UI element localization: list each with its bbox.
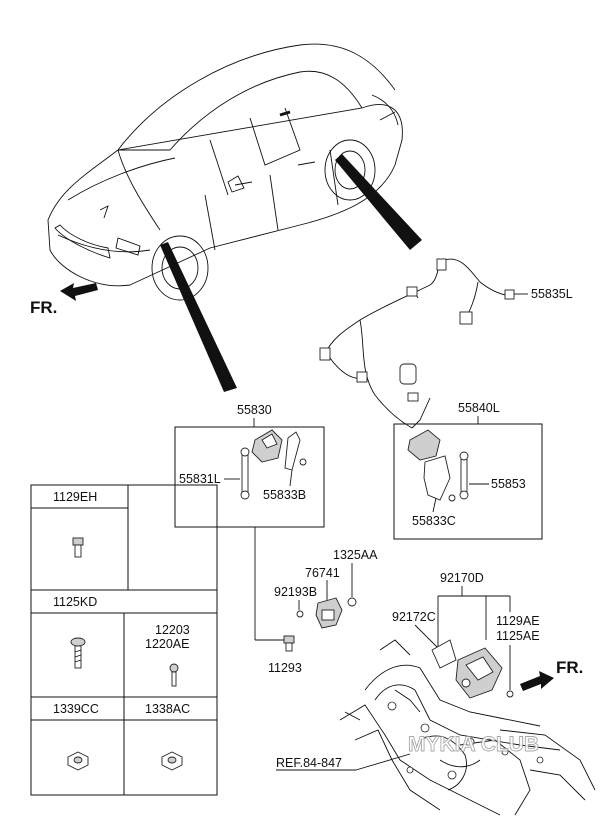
car-outline-icon [47,43,403,301]
bracket-icon [296,597,357,629]
connector-icon [399,363,417,385]
callout-92193B: 92193B [274,585,317,599]
fastener-code-1220AE: 1220AE [145,637,189,651]
callout-55840L: 55840L [458,401,500,415]
callout-11293: 11293 [268,661,302,675]
bolt-icon [70,637,86,669]
callout-76741: 76741 [305,566,340,580]
front-label-bottom: FR. [556,658,583,677]
bolt-icon [283,635,295,652]
fastener-code-1125KD: 1125KD [53,595,97,609]
fastener-code-1338AC: 1338AC [145,702,190,716]
connector-icon [319,347,331,361]
bolt-icon [169,663,179,687]
callout-55833C: 55833C [412,514,456,528]
nut-icon [161,751,183,771]
level-sensor-icon [407,429,469,502]
arrow-left-icon [60,283,98,301]
fastener-table [30,484,218,796]
bolt-icon [72,537,84,558]
callout-92172C: 92172C [392,610,436,624]
rear-sensor-box [393,423,543,540]
vehicle-frame-icon [339,639,596,816]
connector-icon [504,289,515,300]
callout-1325AA: 1325AA [333,548,378,562]
callout-55853: 55853 [491,477,526,491]
callout-55835L: 55835L [531,287,573,301]
fastener-code-12203: 12203 [155,623,190,637]
connector-icon [356,371,368,383]
connector-icon [459,311,473,325]
pointer-front-icon [160,242,237,392]
callout-55831L: 55831L [179,472,221,486]
fastener-code-1339CC: 1339CC [53,702,99,716]
front-sensor-box [174,426,325,528]
arrow-right-icon [520,671,554,691]
callout-1129AE: 1129AE [496,614,540,628]
bracket-icon [284,431,307,471]
pointer-rear-icon [335,154,422,250]
connector-icon [406,286,418,297]
connector-icon [436,258,447,271]
callout-55833B: 55833B [263,488,306,502]
callout-55830: 55830 [237,403,272,417]
callout-reference: REF.84-847 [276,756,342,770]
nut-icon [67,751,89,771]
callout-92170D: 92170D [440,571,484,585]
fastener-code-1129EH: 1129EH [53,490,97,504]
callout-1125AE: 1125AE [496,629,540,643]
front-label-top: FR. [30,298,57,317]
connector-icon [407,392,419,402]
watermark-logo: MYKIA CLUB [408,733,539,756]
control-unit-icon [431,639,514,699]
level-sensor-icon [240,429,283,500]
